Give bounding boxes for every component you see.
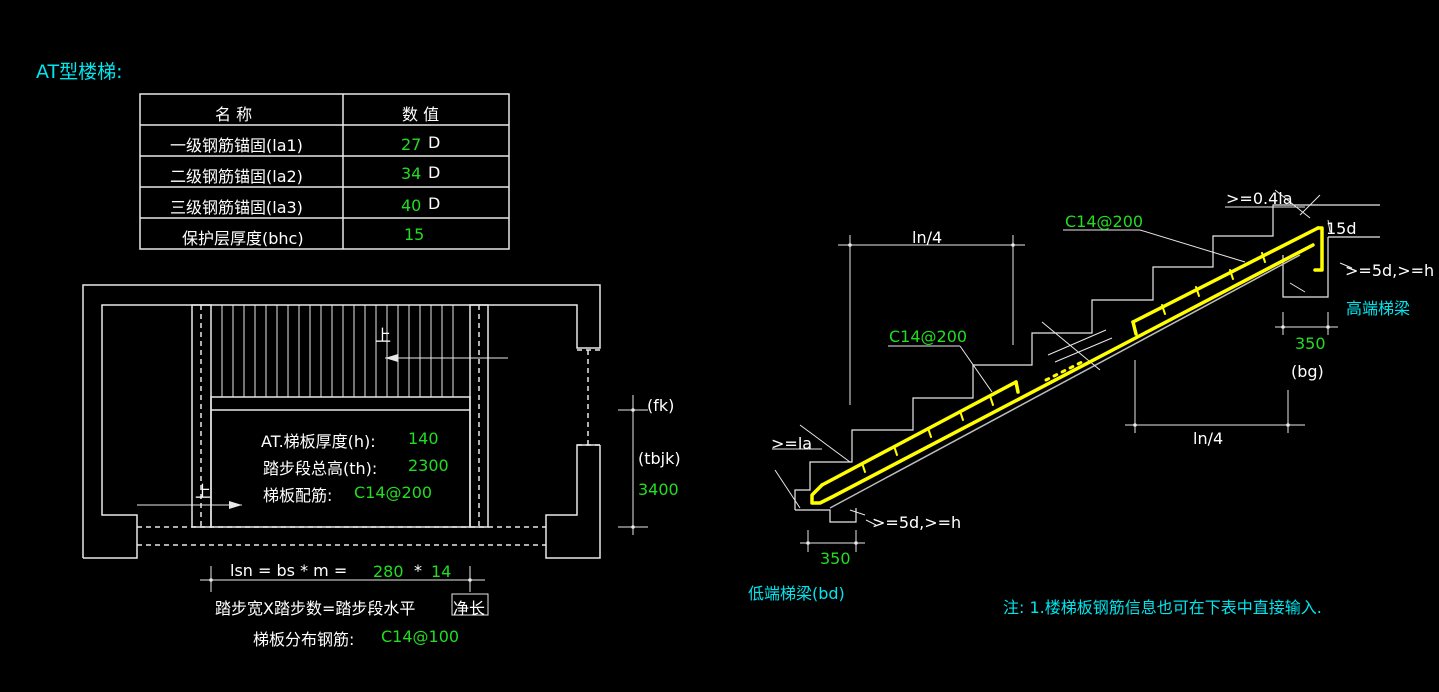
m-value[interactable]: 14: [431, 562, 452, 581]
table-header-name: 名 称: [215, 105, 253, 124]
table-row-name: 二级钢筋锚固(la2): [170, 167, 303, 186]
ln4-bottom-label: ln/4: [1193, 429, 1224, 448]
thickness-label: AT.梯板厚度(h):: [261, 432, 376, 451]
high-beam-width-value[interactable]: 350: [1295, 334, 1326, 353]
table-row-value[interactable]: 27: [401, 135, 422, 154]
width-value[interactable]: 3400: [638, 480, 679, 499]
bg-label: (bg): [1291, 362, 1324, 381]
mid-rebar-label: C14@200: [889, 327, 968, 346]
rebar-value[interactable]: C14@200: [354, 483, 433, 502]
table-row-name: 保护层厚度(bhc): [182, 229, 304, 248]
times-sign: *: [414, 561, 422, 580]
table-header-value: 数 值: [402, 105, 440, 124]
anchor-top-label: >=0.4la: [1226, 189, 1293, 208]
diagram-title: AT型楼梯:: [36, 61, 123, 83]
high-beam-label: 高端梯梁: [1346, 299, 1411, 318]
distribution-label: 梯板分布钢筋:: [253, 630, 355, 649]
table-row-unit: D: [428, 163, 441, 182]
tbjk-label: (tbjk): [638, 449, 681, 468]
table-row-name: 三级钢筋锚固(la3): [170, 198, 303, 217]
table-row-value[interactable]: 34: [401, 164, 422, 183]
up-arrow-label: 上: [195, 482, 212, 501]
low-beam-label: 低端梯梁(bd): [748, 584, 845, 603]
formula-text: 踏步宽X踏步数=踏步段水平: [215, 599, 416, 618]
thickness-value[interactable]: 140: [408, 429, 439, 448]
stair-plan-view: [82, 284, 648, 616]
bs-value[interactable]: 280: [373, 562, 404, 581]
la-label: >=la: [771, 434, 813, 453]
table-row-value[interactable]: 40: [401, 196, 422, 215]
formula-boxed-text: 净长: [453, 599, 486, 618]
ln4-top-label: ln/4: [912, 228, 943, 247]
rebar-label: 梯板配筋:: [263, 486, 333, 505]
table-row-name: 一级钢筋锚固(la1): [170, 136, 303, 155]
table-row-value[interactable]: 15: [404, 225, 425, 244]
lsn-label: lsn = bs * m =: [230, 561, 348, 580]
table-row-unit: D: [428, 133, 441, 152]
height-value[interactable]: 2300: [408, 456, 449, 475]
up-arrow-label: 上: [375, 326, 392, 345]
table-row-unit: D: [428, 194, 441, 213]
distribution-value[interactable]: C14@100: [381, 627, 460, 646]
d15-label: 15d: [1326, 219, 1357, 238]
hook-bottom-label: >=5d,>=h: [872, 513, 962, 532]
footnote: 注: 1.楼梯板钢筋信息也可在下表中直接输入.: [1003, 598, 1322, 617]
height-label: 踏步段总高(th):: [263, 459, 378, 478]
top-rebar-label: C14@200: [1065, 212, 1144, 231]
fk-label: (fk): [647, 396, 675, 415]
parameter-table-grid: [139, 93, 510, 250]
stair-section-view: [772, 189, 1380, 552]
slab-rebar: [810, 226, 1324, 505]
low-beam-width-value[interactable]: 350: [820, 549, 851, 568]
hook-top-label: >=5d,>=h: [1345, 261, 1435, 280]
